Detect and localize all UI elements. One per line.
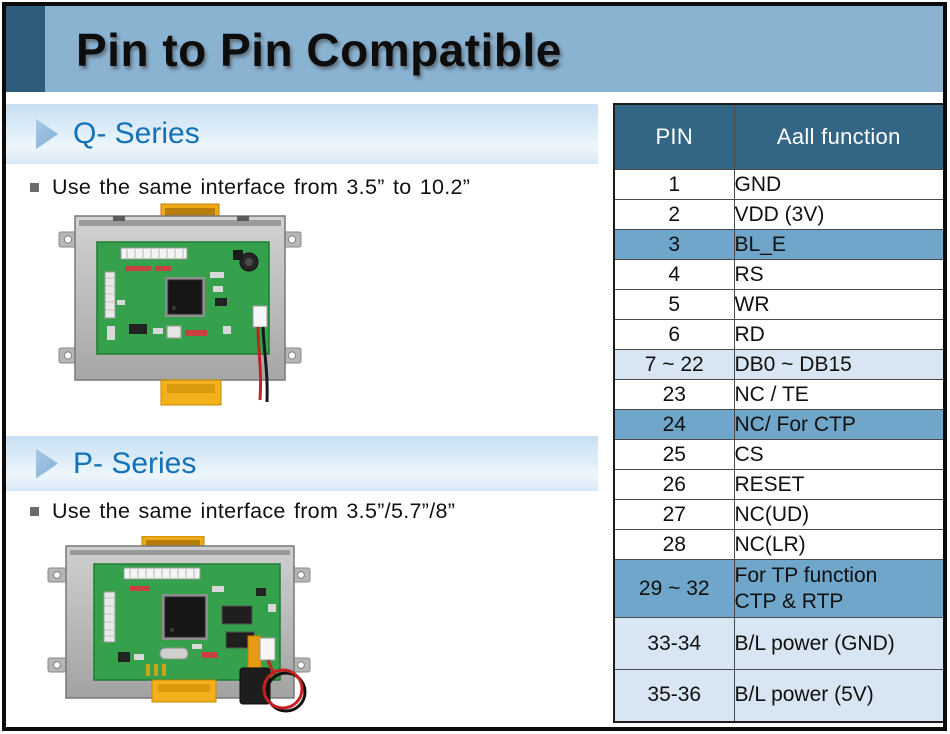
pin-cell: 2	[613, 199, 735, 230]
function-cell: RD	[733, 319, 945, 350]
pin-cell: 29 ~ 32	[613, 559, 735, 618]
arrow-right-icon	[36, 448, 58, 479]
pin-table-row: 27 NC(UD)	[613, 499, 945, 530]
pin-cell: 33-34	[613, 617, 735, 670]
function-cell: RESET	[733, 469, 945, 500]
header-band: Pin to Pin Compatible	[6, 6, 943, 92]
p-series-bullet-item: Use the same interface from 3.5”/5.7”/8”	[30, 499, 455, 524]
p-series-heading: P- Series	[73, 446, 197, 480]
function-cell: NC(UD)	[733, 499, 945, 530]
pin-table-row: 2 VDD (3V)	[613, 199, 945, 230]
pin-cell: 6	[613, 319, 735, 350]
pin-table-body: 1 GND 2 VDD (3V) 3 BL_E 4 RS 5 WR 6 RD 7…	[613, 169, 945, 722]
function-cell: WR	[733, 289, 945, 320]
pin-table-row: 33-34 B/L power (GND)	[613, 617, 945, 670]
pin-cell: 28	[613, 529, 735, 560]
p-series-pcb-image	[47, 536, 311, 713]
p-series-section-header: P- Series	[6, 436, 598, 491]
pin-table-row: 4 RS	[613, 259, 945, 290]
pin-table-row: 5 WR	[613, 289, 945, 320]
square-bullet-icon	[30, 507, 39, 516]
pin-table: PIN Aall function 1 GND 2 VDD (3V) 3 BL_…	[613, 103, 945, 723]
function-column-header: Aall function	[733, 103, 945, 170]
pin-table-header: PIN Aall function	[613, 103, 945, 170]
pin-table-container: PIN Aall function 1 GND 2 VDD (3V) 3 BL_…	[613, 103, 945, 723]
pin-table-row: 6 RD	[613, 319, 945, 350]
pin-cell: 23	[613, 379, 735, 410]
pin-table-row: 1 GND	[613, 169, 945, 200]
pin-table-row: 7 ~ 22 DB0 ~ DB15	[613, 349, 945, 380]
function-cell: CS	[733, 439, 945, 470]
header-accent-square	[6, 6, 45, 92]
pin-cell: 1	[613, 169, 735, 200]
pin-table-row: 24 NC/ For CTP	[613, 409, 945, 440]
function-cell: GND	[733, 169, 945, 200]
q-series-bullet-item: Use the same interface from 3.5” to 10.2…	[30, 175, 470, 200]
arrow-right-icon	[36, 119, 58, 149]
pin-cell: 25	[613, 439, 735, 470]
p-series-bullet-text: Use the same interface from 3.5”/5.7”/8”	[52, 499, 456, 523]
function-cell: NC/ For CTP	[733, 409, 945, 440]
q-series-heading: Q- Series	[73, 117, 200, 150]
pin-table-row: 25 CS	[613, 439, 945, 470]
q-series-pcb-image	[58, 203, 302, 406]
square-bullet-icon	[30, 183, 39, 192]
pin-cell: 27	[613, 499, 735, 530]
pin-table-row: 3 BL_E	[613, 229, 945, 260]
pin-table-row: 23 NC / TE	[613, 379, 945, 410]
pin-cell: 4	[613, 259, 735, 290]
pin-table-row: 35-36 B/L power (5V)	[613, 669, 945, 722]
q-series-section-header: Q- Series	[6, 104, 598, 164]
pin-cell: 26	[613, 469, 735, 500]
function-cell: DB0 ~ DB15	[733, 349, 945, 380]
pin-table-row: 26 RESET	[613, 469, 945, 500]
q-series-bullet-text: Use the same interface from 3.5” to 10.2…	[52, 175, 471, 199]
pin-cell: 7 ~ 22	[613, 349, 735, 380]
page-title: Pin to Pin Compatible	[76, 24, 562, 76]
function-cell: NC(LR)	[733, 529, 945, 560]
pin-cell: 35-36	[613, 669, 735, 722]
pin-cell: 24	[613, 409, 735, 440]
pin-cell: 5	[613, 289, 735, 320]
function-cell: B/L power (GND)	[733, 617, 945, 670]
function-cell: RS	[733, 259, 945, 290]
function-cell: BL_E	[733, 229, 945, 260]
pin-table-row: 28 NC(LR)	[613, 529, 945, 560]
pin-column-header: PIN	[613, 103, 735, 170]
function-cell: VDD (3V)	[733, 199, 945, 230]
function-cell: NC / TE	[733, 379, 945, 410]
pin-cell: 3	[613, 229, 735, 260]
function-cell: B/L power (5V)	[733, 669, 945, 722]
